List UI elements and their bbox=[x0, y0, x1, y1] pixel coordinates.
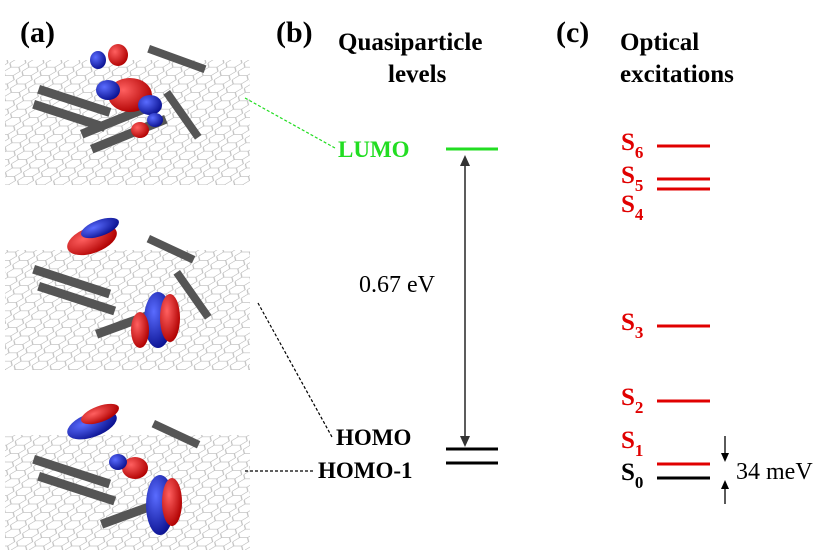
svg-text:S0: S0 bbox=[621, 459, 643, 492]
panel-b-label: (b) bbox=[276, 16, 313, 49]
state-s5-sub: 5 bbox=[635, 176, 644, 195]
homo-minus-1-label: HOMO-1 bbox=[318, 458, 413, 483]
state-s4-letter: S bbox=[621, 191, 635, 218]
svg-text:S4: S4 bbox=[621, 191, 644, 224]
svg-text:S1: S1 bbox=[621, 427, 643, 460]
state-s0-sub: 0 bbox=[635, 473, 644, 492]
orbital-image-homo bbox=[5, 190, 250, 370]
homo-label: HOMO bbox=[336, 425, 411, 450]
panel-c-label: (c) bbox=[556, 16, 589, 49]
state-s3-letter: S bbox=[621, 309, 635, 336]
state-s6-sub: 6 bbox=[635, 143, 644, 162]
svg-text:S5: S5 bbox=[621, 162, 643, 195]
panel-b-title-line2: levels bbox=[388, 61, 447, 88]
panel-c-title-line2: excitations bbox=[620, 61, 734, 88]
splitting-energy-label: 34 meV bbox=[736, 459, 813, 485]
orbital-image-lumo bbox=[5, 5, 250, 185]
state-s1: S1 bbox=[621, 427, 710, 466]
state-s2-letter: S bbox=[621, 384, 635, 411]
gap-arrow bbox=[460, 155, 470, 447]
state-s0: S0 bbox=[621, 459, 710, 492]
state-s2: S2 bbox=[621, 384, 710, 417]
state-s6: S6 bbox=[621, 129, 710, 162]
state-s3: S3 bbox=[621, 309, 710, 342]
state-s1-letter: S bbox=[621, 427, 635, 454]
panel-c-title-line1: Optical bbox=[620, 29, 699, 56]
lumo-label: LUMO bbox=[338, 137, 410, 162]
state-s0-letter: S bbox=[621, 459, 635, 486]
panel-b-title-line1: Quasiparticle bbox=[338, 29, 482, 56]
state-s3-sub: 3 bbox=[635, 323, 644, 342]
connector-homo bbox=[257, 302, 333, 438]
state-s4-sub: 4 bbox=[635, 205, 644, 224]
splitting-arrows bbox=[721, 436, 729, 504]
orbital-image-homo-minus-1 bbox=[5, 375, 250, 550]
state-s1-sub: 1 bbox=[635, 441, 644, 460]
state-s5-letter: S bbox=[621, 162, 635, 189]
connector-lumo bbox=[244, 97, 336, 149]
state-s6-letter: S bbox=[621, 129, 635, 156]
svg-text:S6: S6 bbox=[621, 129, 643, 162]
svg-text:S2: S2 bbox=[621, 384, 643, 417]
state-s2-sub: 2 bbox=[635, 398, 644, 417]
svg-text:S3: S3 bbox=[621, 309, 643, 342]
gap-energy-label: 0.67 eV bbox=[359, 272, 436, 298]
state-s4: S4 bbox=[621, 187, 710, 224]
state-s5: S5 bbox=[621, 162, 710, 195]
panel-a-label: (a) bbox=[20, 16, 55, 49]
